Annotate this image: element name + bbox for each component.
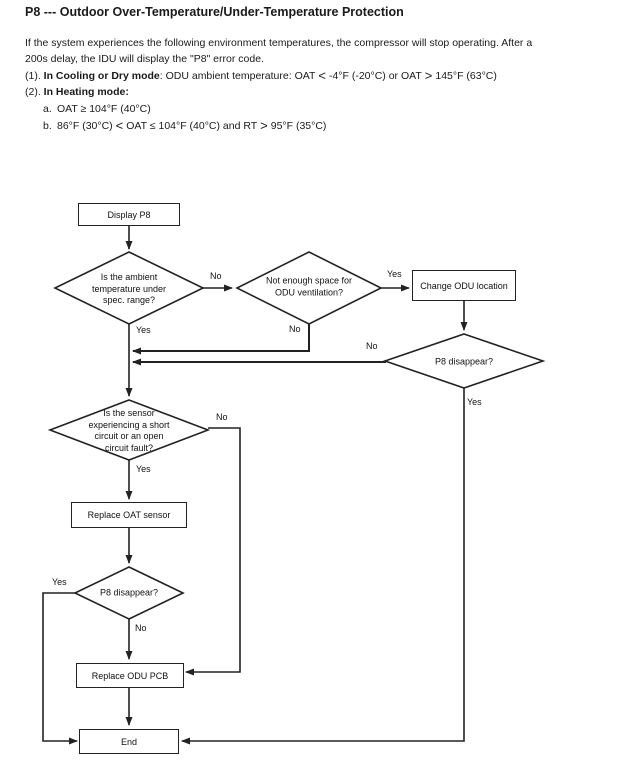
condition1-mode: In Cooling or Dry mode [43,70,160,82]
label-ambient-yes: Yes [136,325,151,335]
condition2-mode: In Heating mode [43,86,126,98]
condition1-end: 145°F (63°C) [435,70,497,82]
node-end: End [79,729,179,754]
diamond-ambient-shape [53,251,205,325]
label-ventilation-no: No [289,324,301,334]
greater-than-sign: > [260,118,268,133]
node-display-p8: Display P8 [78,203,180,226]
intro-line-2: 200s delay, the IDU will display the "P8… [25,53,264,65]
label-p8-right-no: No [366,341,378,351]
diamond-ambient-text: Is the ambient temperature under spec. r… [91,271,167,305]
sub-b-before: 86°F (30°C) [57,120,113,132]
node-replace-odu-pcb: Replace ODU PCB [76,663,184,688]
label-sensor-no: No [216,412,228,422]
diamond-ventilation-text: Not enough space for ODU ventilation? [265,275,353,298]
label-ventilation-yes: Yes [387,269,402,279]
less-than-sign: < [115,118,124,133]
diamond-sensor-text: Is the sensor experiencing a short circu… [88,408,170,453]
diamond-p8-right-text: P8 disappear? [434,356,494,367]
label-sensor-yes: Yes [136,464,151,474]
edge-p8left-yes-to-end [42,592,78,745]
condition2-number: (2). [25,86,44,98]
diamond-sensor-shape [47,399,211,461]
sub-a-text: OAT ≥ 104°F (40°C) [57,103,151,115]
heating-sub-a: a. OAT ≥ 104°F (40°C) [43,102,151,116]
condition-heating: (2). In Heating mode: [25,85,129,99]
intro-line-1: If the system experiences the following … [25,37,533,49]
condition1-between: -4°F (-20°C) or OAT [328,70,422,82]
condition2-colon: : [125,86,129,98]
diamond-p8-right-shape [382,333,546,389]
edge-sensor-no-to-pcb [185,427,241,676]
label-p8-left-no: No [135,623,147,633]
condition-cooling-dry: (1). In Cooling or Dry mode: ODU ambient… [25,69,497,83]
sub-b-end: 95°F (35°C) [270,120,327,132]
label-ambient-no: No [210,271,222,281]
label-p8-right-yes: Yes [467,397,482,407]
heating-sub-b: b. 86°F (30°C)<OAT ≤ 104°F (40°C) and RT>… [43,119,326,133]
edge-p8right-yes-to-end [181,388,465,745]
edge-ventilation-no-merge [132,324,310,355]
less-than-sign: < [318,68,326,83]
page-title: P8 --- Outdoor Over-Temperature/Under-Te… [25,5,404,19]
sub-b-marker: b. [43,120,52,132]
condition1-number: (1). [25,70,44,82]
label-p8-left-yes: Yes [52,577,67,587]
node-replace-oat-sensor: Replace OAT sensor [71,502,187,528]
diamond-p8-left-text: P8 disappear? [99,587,159,598]
node-change-odu-location: Change ODU location [412,270,516,301]
diamond-ventilation-shape [235,251,383,325]
condition1-text: : ODU ambient temperature: OAT [159,70,316,82]
diamond-p8-left-shape [73,566,185,620]
sub-b-mid: OAT ≤ 104°F (40°C) and RT [126,120,258,132]
sub-a-marker: a. [43,103,52,115]
greater-than-sign: > [424,68,433,83]
